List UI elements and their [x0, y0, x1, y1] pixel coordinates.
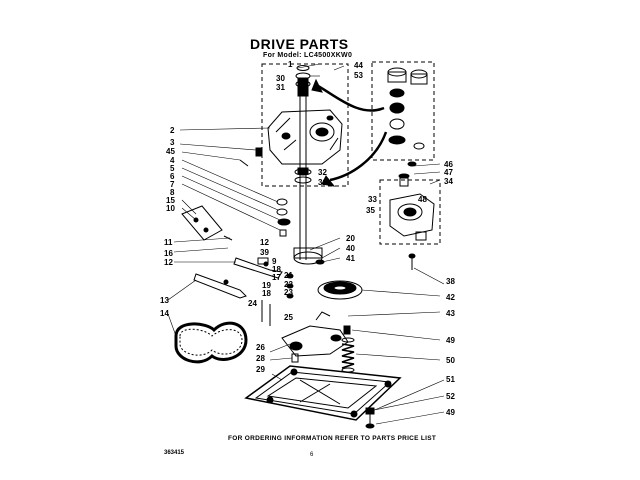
label-50: 50	[446, 356, 455, 365]
label-14: 14	[160, 309, 169, 318]
label-49-top: 49	[446, 336, 455, 345]
label-7: 7	[170, 180, 175, 189]
bearing-kit-parts	[387, 67, 428, 150]
diagram-title: DRIVE PARTS	[250, 36, 349, 52]
upper-dashed-box	[261, 63, 349, 187]
label-44: 44	[354, 61, 363, 70]
label-30: 30	[276, 74, 285, 83]
bracket-part	[181, 205, 233, 241]
top-washers	[295, 65, 311, 89]
model-subtitle: For Model: LC4500XKW0	[263, 52, 353, 59]
label-3: 3	[170, 138, 175, 147]
label-40: 40	[346, 244, 355, 253]
label-1: 1	[288, 60, 293, 69]
label-20: 20	[346, 234, 355, 243]
label-35: 35	[366, 206, 375, 215]
label-2: 2	[170, 126, 175, 135]
label-33: 33	[368, 195, 377, 204]
label-18: 18	[272, 265, 281, 274]
page-number: 6	[310, 452, 314, 458]
label-28: 28	[256, 354, 265, 363]
label-34: 34	[444, 177, 453, 186]
lower-shaft-washers	[294, 167, 312, 184]
label-52: 52	[446, 392, 455, 401]
label-4: 4	[170, 156, 175, 165]
label-51: 51	[446, 375, 455, 384]
label-19: 19	[262, 281, 271, 290]
label-42: 42	[446, 293, 455, 302]
motor-dashed-box	[379, 179, 441, 245]
kit-arrow-lower	[329, 131, 388, 182]
label-39: 39	[260, 248, 269, 257]
label-15: 15	[166, 196, 175, 205]
label-6: 6	[170, 172, 175, 181]
label-10: 10	[166, 204, 175, 213]
label-16: 16	[164, 249, 173, 258]
lever-arm	[193, 257, 283, 299]
label-43: 43	[446, 309, 455, 318]
label-9: 9	[272, 257, 277, 266]
leader-lines	[167, 63, 445, 425]
label-5: 5	[170, 164, 175, 173]
label-31-top: 31	[276, 83, 285, 92]
diagram-code: 363415	[164, 450, 185, 456]
bottom-bolts	[365, 407, 375, 429]
label-12-left: 12	[164, 258, 173, 267]
label-21: 21	[284, 271, 293, 280]
base-frame	[244, 365, 402, 421]
label-53: 53	[354, 71, 363, 80]
label-26: 26	[256, 343, 265, 352]
label-8: 8	[170, 188, 175, 197]
label-49-bottom: 49	[446, 408, 455, 417]
label-46: 46	[444, 160, 453, 169]
label-32: 32	[318, 168, 327, 177]
label-48: 48	[418, 195, 427, 204]
label-23: 23	[284, 288, 293, 297]
transmission-housing	[267, 109, 343, 165]
ordering-note: FOR ORDERING INFORMATION REFER TO PARTS …	[228, 435, 437, 442]
shaft-fasteners	[261, 273, 294, 326]
label-12: 12	[260, 238, 269, 247]
label-11: 11	[164, 238, 173, 247]
label-47: 47	[444, 168, 453, 177]
label-24: 24	[248, 299, 257, 308]
label-25: 25	[284, 313, 293, 322]
label-29: 29	[256, 365, 265, 374]
label-17: 17	[272, 273, 281, 282]
kit-arrow-upper	[317, 84, 385, 112]
label-31: 31	[318, 178, 327, 187]
spring	[341, 325, 355, 373]
left-cluster	[239, 147, 291, 237]
drive-belt	[174, 321, 248, 364]
part-labels: 1 30 31 44 53 2 3 45 4 5 6 7 8 15 10 11 …	[160, 60, 455, 417]
label-38: 38	[446, 277, 455, 286]
label-41: 41	[346, 254, 355, 263]
kit-dashed-box	[371, 61, 435, 161]
label-22: 22	[284, 280, 293, 289]
label-18-b: 18	[262, 289, 271, 298]
motor-assembly	[389, 161, 435, 270]
label-13: 13	[160, 296, 169, 305]
label-45: 45	[166, 147, 175, 156]
